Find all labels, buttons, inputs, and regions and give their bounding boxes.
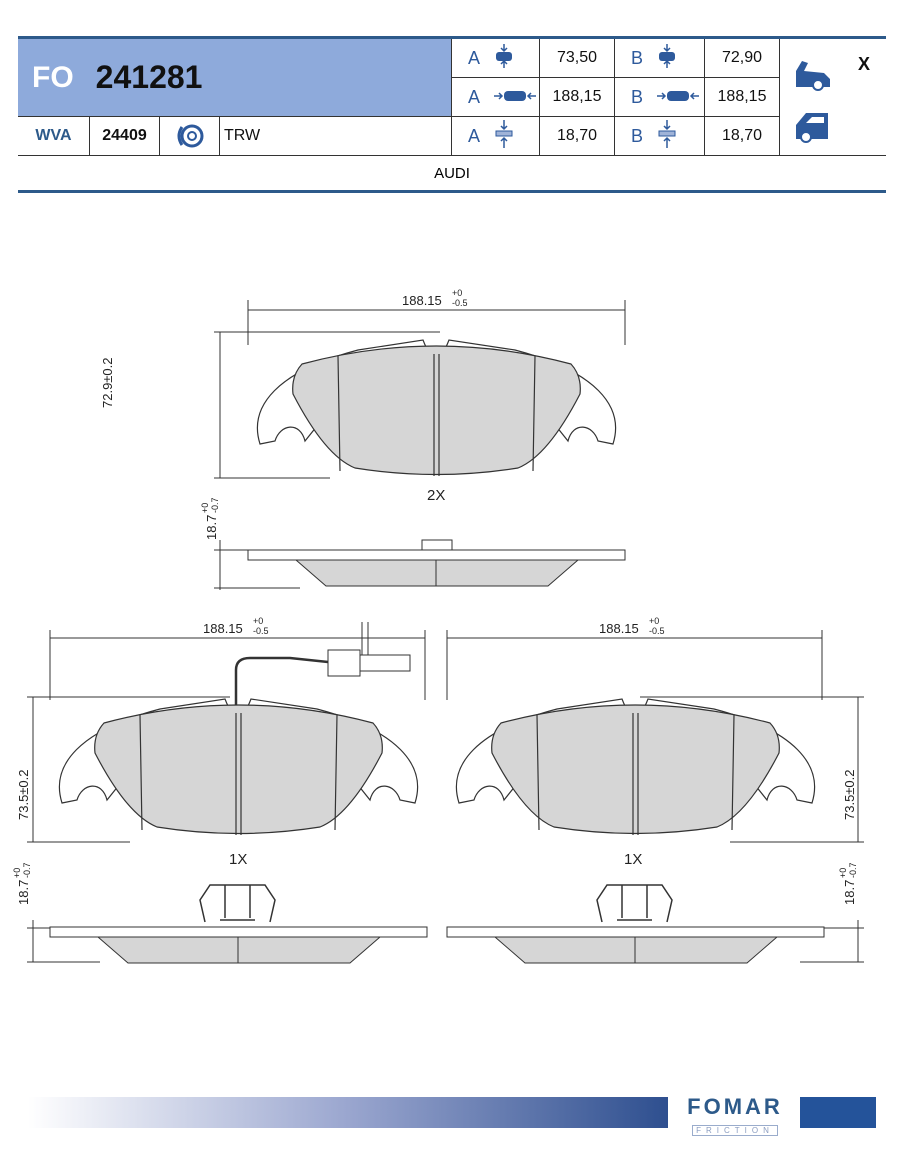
row-a-letter: A (468, 86, 481, 107)
dim-a-label-1: A (452, 78, 540, 117)
dimension-icon (643, 87, 700, 108)
dimension-icon (480, 43, 514, 73)
thick-dim-right: 18.7 (842, 880, 857, 905)
height-dim-left: 73.5±0.2 (16, 769, 31, 820)
width-tol-up-left: +0 (253, 616, 263, 626)
dim-b-value-0: 72,90 (705, 39, 780, 78)
thick-dim-left: 18.7 (16, 880, 31, 905)
width-tol-up: +0 (452, 288, 462, 298)
axle-cell: X (780, 39, 886, 156)
thick-tol-dn-left: -0.7 (22, 862, 32, 878)
dim-b-label-2: B (615, 117, 705, 156)
part-title: FO 241281 (18, 39, 452, 117)
width-tol-up-right: +0 (649, 616, 659, 626)
thick-tol-up-right: +0 (838, 868, 848, 878)
footer-gradient-bar (28, 1097, 668, 1128)
wva-label: WVA (18, 117, 90, 156)
dim-a-value-1: 188,15 (540, 78, 615, 117)
thick-tol-up-left: +0 (12, 868, 22, 878)
dim-b-value-1: 188,15 (705, 78, 780, 117)
dimension-icon (480, 87, 537, 108)
height-dim-top: 72.9±0.2 (100, 357, 115, 408)
thick-tol-dn-right: -0.7 (848, 862, 858, 878)
part-number: 241281 (95, 59, 203, 95)
width-dim-top: 188.15 (402, 293, 442, 308)
thick-tol-dn-top: -0.7 (210, 497, 220, 513)
dim-a-label-0: A (452, 39, 540, 78)
dimension-icon (480, 119, 514, 153)
width-dim-right: 188.15 (599, 621, 639, 636)
rear-axle-car-icon (796, 113, 828, 143)
fomar-logo: FOMAR FRICTION (676, 1094, 794, 1138)
dim-a-label-2: A (452, 117, 540, 156)
qty-top: 2X (427, 487, 445, 504)
dimension-icon (643, 43, 677, 73)
dim-b-label-1: B (615, 78, 705, 117)
dim-a-value-2: 18,70 (540, 117, 615, 156)
width-dim-left: 188.15 (203, 621, 243, 636)
row-b-letter: B (631, 125, 644, 146)
footer-block (800, 1097, 876, 1128)
row-b-letter: B (631, 86, 644, 107)
logo-sub: FRICTION (692, 1125, 778, 1136)
dimension-icon (643, 119, 677, 153)
qty-right: 1X (624, 851, 642, 868)
dim-b-label-0: B (615, 39, 705, 78)
wva-number: 24409 (90, 117, 160, 156)
thick-tol-up-top: +0 (200, 503, 210, 513)
part-prefix: FO (32, 60, 74, 94)
front-axle-car-icon (796, 61, 830, 91)
width-tol-dn-left: -0.5 (253, 626, 269, 636)
width-tol-dn: -0.5 (452, 298, 468, 308)
width-tol-dn-right: -0.5 (649, 626, 665, 636)
row-a-letter: A (468, 125, 481, 146)
height-dim-right: 73.5±0.2 (842, 769, 857, 820)
brand-name: TRW (220, 117, 452, 156)
dim-a-value-0: 73,50 (540, 39, 615, 78)
axle-mark: X (858, 54, 871, 74)
row-b-letter: B (631, 47, 644, 68)
qty-left: 1X (229, 851, 247, 868)
brake-system-icon (160, 117, 220, 156)
row-a-letter: A (468, 47, 481, 68)
thick-dim-top: 18.7 (204, 515, 219, 540)
dim-b-value-2: 18,70 (705, 117, 780, 156)
logo-brand: FOMAR (687, 1094, 783, 1119)
vehicle-make: AUDI (18, 156, 886, 193)
